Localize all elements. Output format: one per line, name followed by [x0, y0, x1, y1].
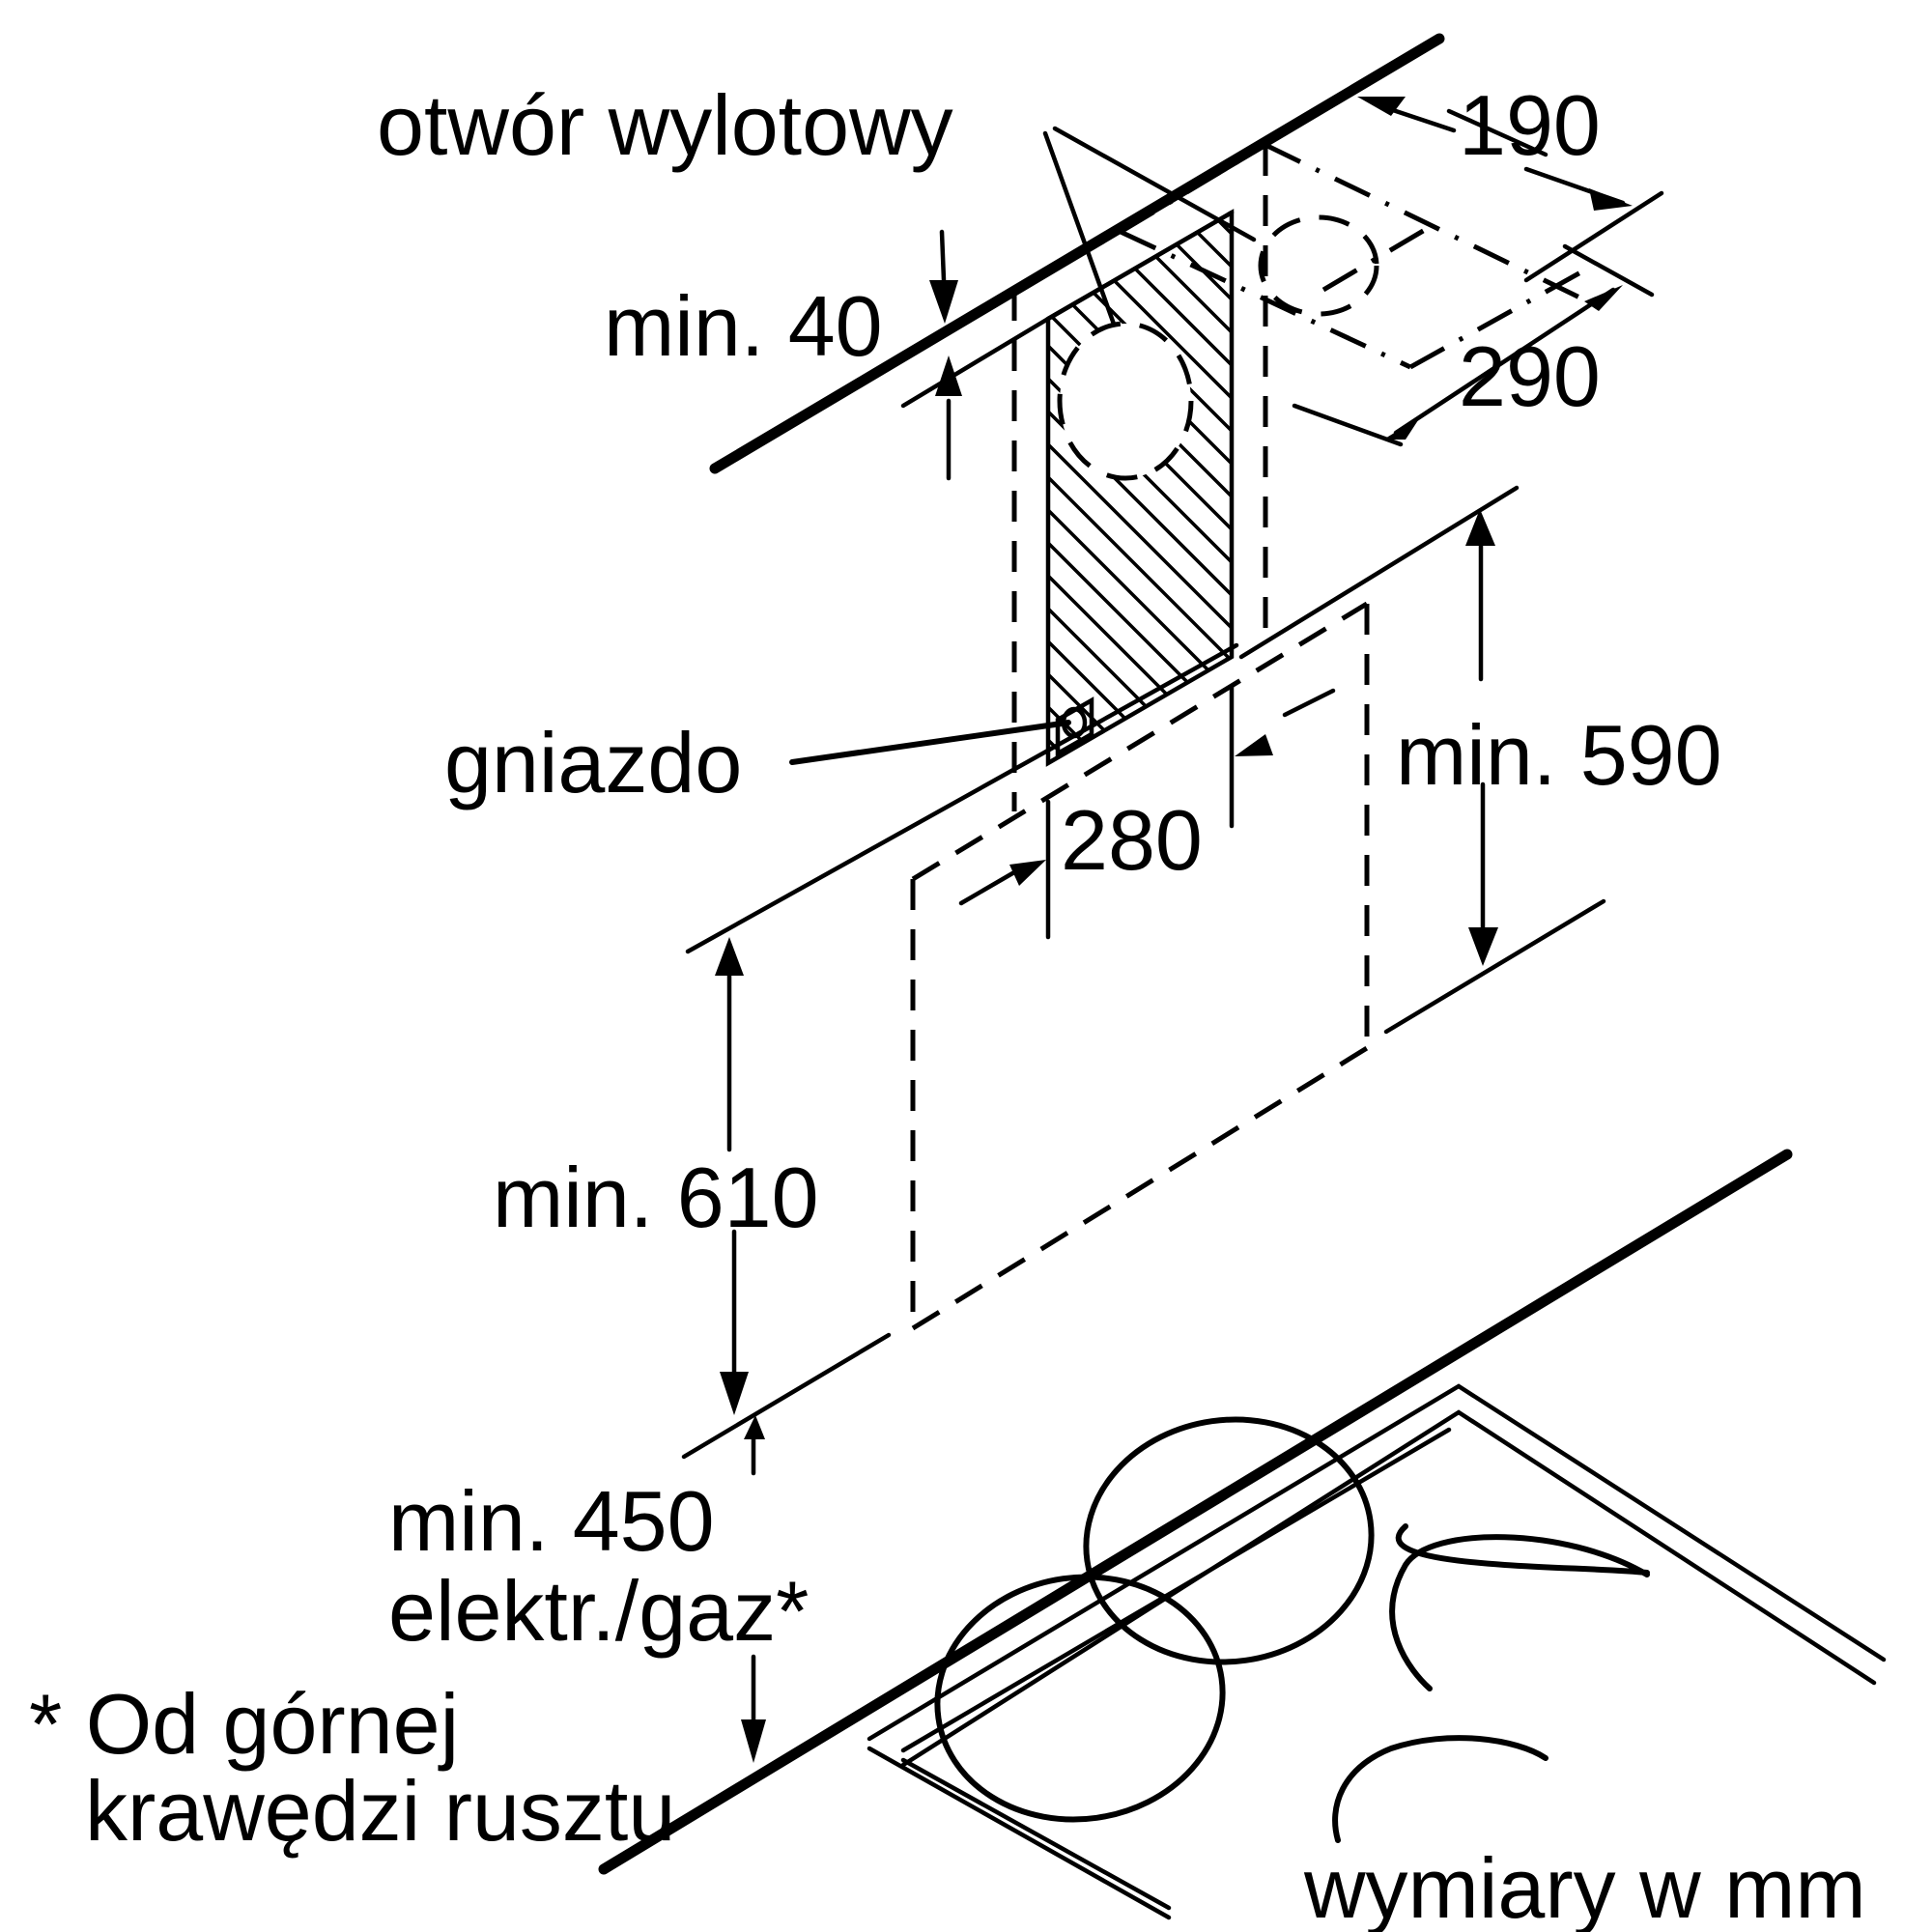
label-dim-min590: min. 590 [1396, 707, 1722, 803]
hatch-line [1048, 213, 1232, 763]
dim-min40-arrow-up [935, 355, 962, 396]
label-socket: gniazdo [444, 715, 742, 810]
dim-min40-arrow-down [929, 280, 958, 324]
dim-190-extension [1523, 190, 1664, 283]
hatch-line [1048, 213, 1232, 763]
hob-burner-front-left [934, 1574, 1226, 1823]
hatch-line [1355, 193, 1932, 773]
hatch-line [1520, 193, 1932, 773]
label-footnote-line1: * Od górnej [29, 1676, 459, 1772]
label-dim-290: 290 [1459, 328, 1601, 424]
label-outlet: otwór wylotowy [377, 77, 953, 173]
hatch-line [1048, 213, 1232, 763]
label-dim-min610: min. 610 [493, 1150, 819, 1245]
dim-min590-bottom-line [1383, 898, 1606, 1035]
socket-pointer-line [789, 720, 1071, 765]
dim-min610-arrow-down [720, 1372, 749, 1415]
hatch-line [1091, 213, 1232, 763]
dim-280-arrow-right [1235, 734, 1273, 756]
hatch-line [1048, 213, 1232, 763]
hatch-line [1048, 213, 1232, 763]
dim-min450-arrow-down [741, 1719, 766, 1763]
hatch-line [1222, 213, 1232, 763]
hatch-line [1123, 213, 1232, 763]
hob-burner-rear-right [1389, 1523, 1650, 1691]
dim-min610-arrow-up [715, 937, 744, 976]
dim-290-arrow-top [1584, 285, 1623, 311]
outlet-axis-line [1052, 126, 1257, 242]
label-dim-min450: min. 450 [388, 1473, 715, 1569]
hatch-line [1048, 213, 1181, 763]
hood-body-dashed [910, 601, 1370, 1331]
hatch-line [1618, 193, 1932, 773]
hatch-line [1322, 193, 1902, 773]
hatch-line [1421, 193, 1932, 773]
dim-190-line [1446, 108, 1548, 157]
hatch-line [1048, 213, 1149, 763]
hatch-line [1156, 213, 1232, 763]
label-dim-280: 280 [1061, 792, 1203, 888]
hatch-line [1388, 193, 1932, 773]
hatch-line [1048, 213, 1232, 763]
outlet-box [1119, 142, 1605, 638]
dim-290-line [1393, 287, 1616, 436]
hob [867, 1383, 1887, 1920]
dim-min590-arrow-up [1465, 509, 1495, 546]
hatch-line [1189, 213, 1232, 763]
hatch-line [1058, 213, 1232, 763]
dim-290-arrow-bottom [1383, 417, 1420, 440]
countertop-front-line [598, 1149, 1793, 1875]
hood-top-edge [685, 642, 1239, 954]
hob-burner-rear-left [1083, 1416, 1375, 1665]
hatch-line [1585, 193, 1932, 773]
counter-top-line [681, 1332, 892, 1460]
label-dim-min40: min. 40 [604, 278, 883, 374]
hatch-line [1048, 213, 1232, 763]
hatch-line [1048, 213, 1214, 763]
hatch-line [1487, 193, 1932, 773]
wall-offset-line [900, 316, 1051, 409]
dim-280-arrow-left [1009, 860, 1046, 886]
hatch-line [1290, 193, 1869, 773]
hob-burner-front-right [1332, 1735, 1548, 1843]
dim-190-arrow-right [1589, 188, 1633, 211]
dim-min590-arrow-down [1468, 927, 1498, 966]
hatch-line [1552, 193, 1932, 773]
hatch-line [1048, 213, 1232, 763]
dim-min450-arrow-up [744, 1415, 765, 1439]
label-dim-190: 190 [1459, 77, 1601, 173]
hatch-line [1048, 213, 1232, 763]
dim-min40-top-line [939, 229, 947, 283]
label-units: wymiary w mm [1303, 1840, 1866, 1932]
label-dim-min450-sub: elektr./gaz* [388, 1563, 809, 1659]
hood-top-edge-right [1238, 485, 1520, 660]
ceiling-line [709, 33, 1445, 474]
label-footnote-line2: krawędzi rusztu [85, 1763, 675, 1859]
